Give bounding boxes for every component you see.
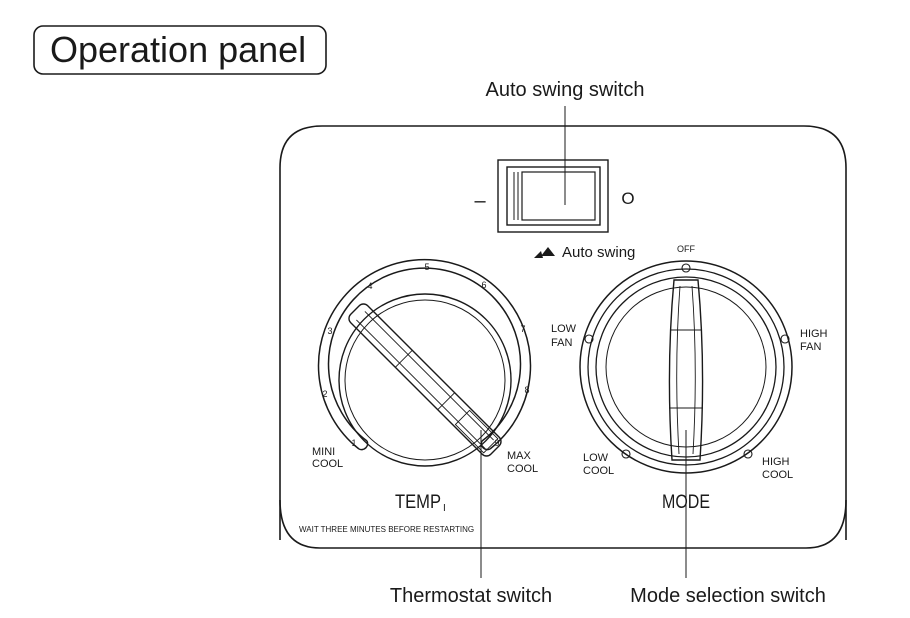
temp-mini-label-line1: MINI (312, 446, 335, 458)
temp-dial[interactable] (317, 258, 532, 467)
mode-selection-switch-callout: Mode selection switch (630, 585, 826, 607)
temp-mini-label-line2: COOL (312, 458, 343, 470)
swing-off-symbol: – (474, 190, 486, 212)
auto-swing-switch-callout: Auto swing switch (486, 79, 645, 101)
panel-bottom-arc (279, 499, 847, 549)
footer-warning: WAIT THREE MINUTES BEFORE RESTARTING (299, 525, 474, 534)
mode-dial-label: MODE (662, 492, 710, 513)
mode-high-fan-line1: HIGH (800, 328, 828, 340)
mode-low-cool-line1: LOW (583, 452, 609, 464)
temp-max-label-line1: MAX (507, 450, 532, 462)
temp-number-8: 8 (524, 385, 529, 395)
mode-indicator-high-cool (743, 449, 753, 459)
mode-dial[interactable] (579, 260, 793, 474)
page-title: Operation panel (50, 29, 306, 70)
mode-indicator-high-fan (780, 334, 790, 344)
mode-low-fan-line2: FAN (551, 337, 572, 349)
mode-high-cool-line1: HIGH (762, 456, 790, 468)
mode-low-cool-line2: COOL (583, 465, 614, 477)
temp-number-1: 1 (351, 438, 356, 448)
mode-off-label: OFF (677, 244, 695, 254)
auto-swing-label: Auto swing (562, 244, 635, 261)
auto-swing-switch[interactable] (497, 159, 609, 233)
mode-indicator-off (681, 263, 691, 273)
temp-number-9: 9 (494, 438, 499, 448)
auto-swing-icon (534, 247, 555, 258)
temp-max-label-line2: COOL (507, 463, 538, 475)
mode-indicator-low-fan (584, 334, 594, 344)
title-box: Operation panel (33, 25, 327, 75)
temp-number-6: 6 (481, 280, 486, 290)
panel-outline (279, 125, 847, 540)
temp-number-3: 3 (327, 326, 332, 336)
thermostat-switch-callout: Thermostat switch (390, 585, 552, 607)
mode-high-cool-line2: COOL (762, 469, 793, 481)
mode-indicator-low-cool (621, 449, 631, 459)
swing-on-symbol: O (621, 189, 634, 208)
mode-high-fan-line2: FAN (800, 341, 821, 353)
temp-dial-label: TEMP (395, 492, 441, 513)
mode-low-fan-line1: LOW (551, 323, 577, 335)
temp-number-2: 2 (322, 389, 327, 399)
temp-number-5: 5 (424, 262, 429, 272)
temp-number-4: 4 (367, 281, 372, 291)
temp-dial-label-suffix: I (443, 503, 446, 514)
temp-number-7: 7 (520, 324, 525, 334)
